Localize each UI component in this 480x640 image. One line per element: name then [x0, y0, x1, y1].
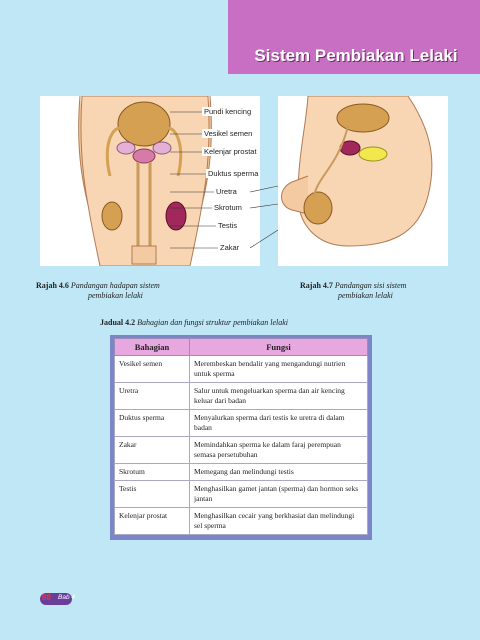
cell-part: Zakar	[114, 436, 190, 464]
figure-text: pembiakan lelaki	[88, 291, 143, 300]
table-row: Testis Menghasilkan gamet jantan (sperma…	[114, 480, 368, 508]
page-title: Sistem Pembiakan Lelaki	[254, 46, 458, 65]
label-testis: Testis	[216, 221, 240, 230]
header-fungsi: Fungsi	[189, 338, 368, 356]
label-uretra: Uretra	[214, 187, 239, 196]
table-row: Zakar Memindahkan sperma ke dalam faraj …	[114, 436, 368, 464]
label-skrotum: Skrotum	[212, 203, 244, 212]
cell-part: Vesikel semen	[114, 355, 190, 383]
table-row: Duktus sperma Menyalurkan sperma dari te…	[114, 409, 368, 437]
cell-function: Menghasilkan gamet jantan (sperma) dan h…	[189, 480, 368, 508]
label-duktus-sperma: Duktus sperma	[206, 169, 261, 178]
table-row: Vesikel semen Merembeskan bendalir yang …	[114, 355, 368, 383]
cell-function: Salur untuk mengeluarkan sperma dan air …	[189, 382, 368, 410]
parts-function-table: Bahagian Fungsi Vesikel semen Merembeska…	[114, 338, 368, 535]
label-vesikel-semen: Vesikel semen	[202, 129, 255, 138]
cell-function: Menghasilkan cecair yang berkhasiat dan …	[189, 507, 368, 535]
header-bahagian: Bahagian	[114, 338, 190, 356]
cell-part: Duktus sperma	[114, 409, 190, 437]
figure-text: Pandangan hadapan sistem	[70, 281, 160, 290]
cell-part: Testis	[114, 480, 190, 508]
title-banner	[228, 0, 480, 74]
label-pundi-kencing: Pundi kencing	[202, 107, 254, 116]
cell-part: Kelenjar prostat	[114, 507, 190, 535]
table-row: Uretra Salur untuk mengeluarkan sperma d…	[114, 382, 368, 410]
table-caption-text: Bahagian dan fungsi struktur pembiakan l…	[137, 318, 288, 327]
cell-part: Skrotum	[114, 463, 190, 481]
figure-number: Rajah 4.6	[36, 281, 69, 290]
figure-text: pembiakan lelaki	[338, 291, 393, 300]
table-header-row: Bahagian Fungsi	[114, 338, 368, 356]
page-number: 88	[42, 593, 51, 602]
table-row: Skrotum Memegang dan melindungi testis	[114, 463, 368, 481]
chapter-label: Bab 4	[58, 594, 75, 601]
side-view-diagram	[278, 96, 448, 266]
diagram-labels: Pundi kencing Vesikel semen Kelenjar pro…	[160, 96, 280, 266]
cell-function: Menyalurkan sperma dari testis ke uretra…	[189, 409, 368, 437]
table-row: Kelenjar prostat Menghasilkan cecair yan…	[114, 507, 368, 535]
cell-function: Memindahkan sperma ke dalam faraj peremp…	[189, 436, 368, 464]
figure-number: Rajah 4.7	[300, 281, 333, 290]
figure-caption-front: Rajah 4.6 Pandangan hadapan sistem pembi…	[36, 281, 226, 301]
cell-function: Memegang dan melindungi testis	[189, 463, 368, 481]
cell-function: Merembeskan bendalir yang mengandungi nu…	[189, 355, 368, 383]
table-frame: Bahagian Fungsi Vesikel semen Merembeska…	[110, 335, 372, 540]
label-zakar: Zakar	[218, 243, 242, 252]
page-badge	[40, 593, 72, 605]
front-view-diagram	[40, 96, 260, 266]
figure-text: Pandangan sisi sistem	[334, 281, 407, 290]
table-caption: Jadual 4.2 Bahagian dan fungsi struktur …	[100, 318, 420, 328]
cell-part: Uretra	[114, 382, 190, 410]
figure-caption-side: Rajah 4.7 Pandangan sisi sistem pembiaka…	[300, 281, 470, 301]
table-number: Jadual 4.2	[100, 318, 136, 327]
label-kelenjar-prostat: Kelenjar prostat	[202, 147, 259, 156]
